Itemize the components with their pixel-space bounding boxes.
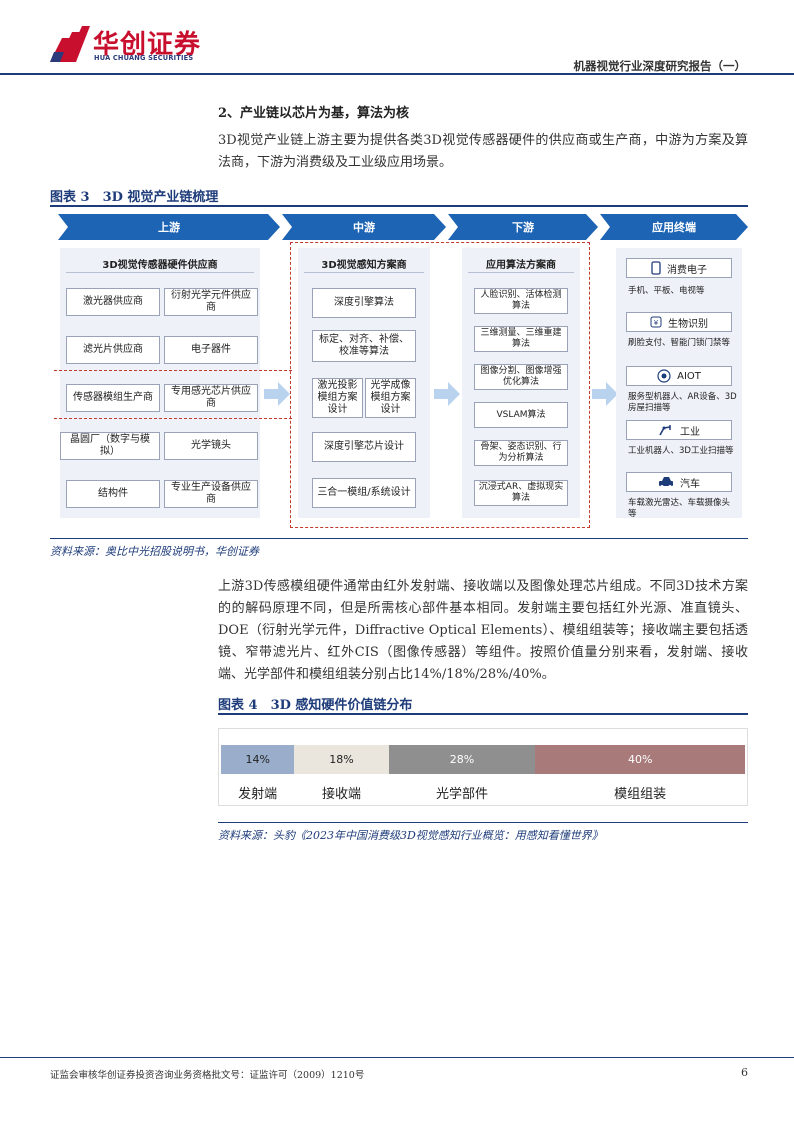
column-header-midstream: 中游 xyxy=(282,214,446,240)
bar-plot-area: 14% 发射端 18% 接收端 28% 光学部件 40% 模组组装 xyxy=(219,729,747,805)
terminal-label: AIOT xyxy=(677,370,701,382)
terminal-desc: 服务型机器人、AR设备、3D房屋扫描等 xyxy=(628,392,737,413)
target-icon xyxy=(657,369,671,383)
upstream-item: 专用感光芯片供应商 xyxy=(164,384,258,412)
footer-license-text: 证监会审核华创证券投资咨询业务资格批文号：证监许可（2009）1210号 xyxy=(50,1070,365,1081)
value-chain-diagram: 上游 中游 下游 应用终端 3D视觉传感器硬件供应商 激光器供应商 衍射光学元件… xyxy=(50,212,748,532)
bar-value-label: 14% xyxy=(245,753,270,766)
robot-arm-icon xyxy=(659,425,671,436)
bar-value-label: 18% xyxy=(329,753,354,766)
arrow-right-icon xyxy=(264,382,290,406)
arrow-right-icon xyxy=(592,382,618,406)
upstream-title-divider xyxy=(66,272,254,273)
downstream-item: 沉浸式AR、虚拟现实算法 xyxy=(474,480,568,506)
bar-category-label: 光学部件 xyxy=(436,787,489,802)
arrow-right-icon xyxy=(434,382,460,406)
downstream-item: 图像分割、图像增强优化算法 xyxy=(474,364,568,390)
highlight-dashed-line xyxy=(54,370,292,371)
bar-segment: 18% xyxy=(294,745,389,774)
terminals-panel: 消费电子 手机、平板、电视等 ¥ 生物识别 刷脸支付、智能门锁门禁等 AIOT … xyxy=(616,248,742,519)
bar-segment: 14% xyxy=(221,745,295,774)
brand-name-en: HUA CHUANG SECURITIES xyxy=(94,54,194,62)
report-title: 机器视觉行业深度研究报告（一） xyxy=(573,59,747,73)
midstream-panel: 3D视觉感知方案商 深度引擎算法 标定、对齐、补偿、校准等算法 激光投影模组方案… xyxy=(298,248,430,518)
terminal-aiot: AIOT xyxy=(626,366,732,386)
midstream-item: 深度引擎芯片设计 xyxy=(312,432,416,462)
brand-name-cn: 华创证券 xyxy=(93,30,202,60)
figure3-title: 图表 3 3D 视觉产业链梳理 xyxy=(50,190,219,205)
upstream-item: 专业生产设备供应商 xyxy=(164,480,258,508)
bar-value-label: 40% xyxy=(627,753,653,766)
terminal-label: 生物识别 xyxy=(668,318,708,330)
terminal-label: 汽车 xyxy=(680,478,700,490)
figure4-bottom-rule xyxy=(218,822,748,823)
header-divider xyxy=(0,73,794,75)
body-paragraph: 上游3D传感模组硬件通常由红外发射端、接收端以及图像处理芯片组成。不同3D技术方… xyxy=(218,579,748,682)
midstream-item: 光学成像模组方案设计 xyxy=(365,378,416,418)
terminal-desc: 手机、平板、电视等 xyxy=(628,286,705,296)
section-heading: 2、产业链以芯片为基，算法为核 xyxy=(218,106,410,121)
downstream-panel: 应用算法方案商 人脸识别、活体检测算法 三维测量、三维重建算法 图像分割、图像增… xyxy=(462,248,580,518)
midstream-item: 深度引擎算法 xyxy=(312,288,416,318)
figure4-top-rule xyxy=(218,713,748,715)
column-header-upstream: 上游 xyxy=(58,214,280,240)
column-header-downstream: 下游 xyxy=(448,214,598,240)
value-share-chart: 14% 发射端 18% 接收端 28% 光学部件 40% 模组组装 xyxy=(218,728,748,806)
terminal-desc: 刷脸支付、智能门锁门禁等 xyxy=(628,338,731,348)
downstream-item: VSLAM算法 xyxy=(474,402,568,428)
terminal-label: 消费电子 xyxy=(667,264,707,276)
downstream-panel-title: 应用算法方案商 xyxy=(486,260,556,271)
bar-category-label: 接收端 xyxy=(322,787,362,802)
downstream-item: 骨架、姿态识别、行为分析算法 xyxy=(474,440,568,466)
midstream-panel-title: 3D视觉感知方案商 xyxy=(321,260,407,271)
midstream-item: 三合一模组/系统设计 xyxy=(312,478,416,508)
highlight-dashed-frame xyxy=(290,242,590,528)
terminal-automotive: 汽车 xyxy=(626,472,732,492)
upstream-item: 激光器供应商 xyxy=(66,288,160,316)
downstream-item: 三维测量、三维重建算法 xyxy=(474,326,568,352)
bar-category-label: 发射端 xyxy=(238,787,278,802)
bar-segment: 40% xyxy=(535,745,745,774)
upstream-panel-title: 3D视觉传感器硬件供应商 xyxy=(102,260,218,271)
terminal-desc: 工业机器人、3D工业扫描等 xyxy=(628,446,734,456)
intro-paragraph: 3D视觉产业链上游主要为提供各类3D视觉传感器硬件的供应商或生产商，中游为方案及… xyxy=(218,133,748,170)
phone-icon xyxy=(651,261,661,275)
column-header-terminals: 应用终端 xyxy=(600,214,748,240)
bar-category-label: 模组组装 xyxy=(614,787,667,802)
figure3-top-rule xyxy=(50,205,748,207)
terminal-biometrics: ¥ 生物识别 xyxy=(626,312,732,332)
fingerprint-icon: ¥ xyxy=(650,316,662,328)
midstream-item: 激光投影模组方案设计 xyxy=(312,378,363,418)
car-icon xyxy=(659,477,673,488)
upstream-item: 光学镜头 xyxy=(164,432,258,460)
svg-text:¥: ¥ xyxy=(654,319,659,327)
figure3-bottom-rule xyxy=(50,538,748,539)
page-number: 6 xyxy=(741,1066,748,1079)
footer-divider xyxy=(0,1057,794,1058)
upstream-item: 晶圆厂（数字与模拟） xyxy=(60,432,160,460)
terminal-label: 工业 xyxy=(680,426,700,438)
brand-logo xyxy=(50,26,90,62)
upstream-item: 传感器模组生产商 xyxy=(66,384,160,412)
upstream-item: 结构件 xyxy=(66,480,160,508)
figure3-source: 资料来源：奥比中光招股说明书，华创证券 xyxy=(50,545,259,558)
downstream-title-divider xyxy=(468,272,574,273)
terminal-consumer-electronics: 消费电子 xyxy=(626,258,732,278)
downstream-item: 人脸识别、活体检测算法 xyxy=(474,288,568,314)
bar-segment: 28% xyxy=(388,745,536,774)
midstream-title-divider xyxy=(304,272,424,273)
figure4-source: 资料来源：头豹《2023年中国消费级3D视觉感知行业概览：用感知看懂世界》 xyxy=(218,829,603,842)
upstream-panel: 3D视觉传感器硬件供应商 激光器供应商 衍射光学元件供应商 滤光片供应商 电子器… xyxy=(60,248,260,518)
upstream-item: 滤光片供应商 xyxy=(66,336,160,364)
highlight-dashed-line xyxy=(54,418,292,419)
midstream-item: 标定、对齐、补偿、校准等算法 xyxy=(312,330,416,362)
terminal-industrial: 工业 xyxy=(626,420,732,440)
upstream-item: 衍射光学元件供应商 xyxy=(164,288,258,316)
bar-value-label: 28% xyxy=(449,753,475,766)
terminal-desc: 车载激光雷达、车载摄像头等 xyxy=(628,498,731,519)
upstream-item: 电子器件 xyxy=(164,336,258,364)
figure4-title: 图表 4 3D 感知硬件价值链分布 xyxy=(218,698,413,713)
